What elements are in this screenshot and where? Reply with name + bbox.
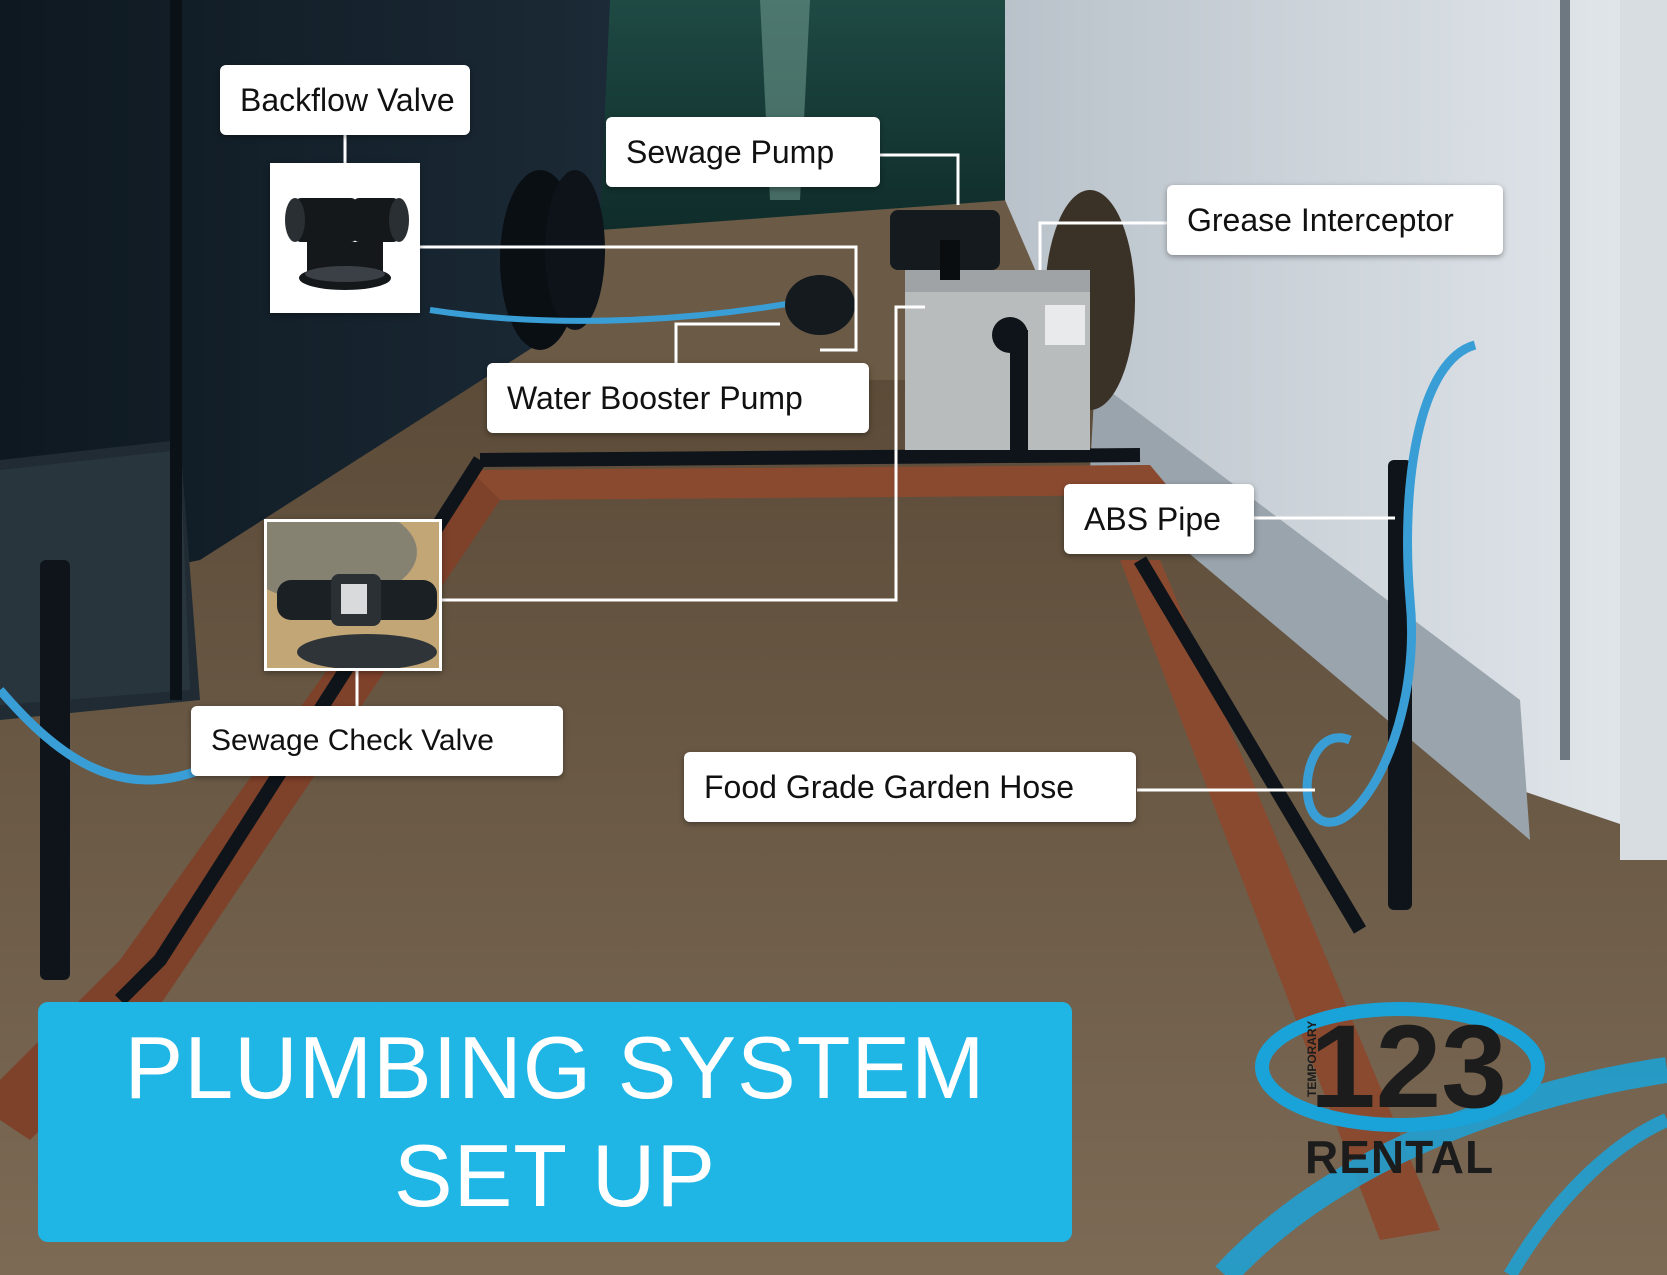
logo-ring (1255, 1002, 1545, 1132)
logo-swoosh (1215, 1057, 1667, 1275)
title-line-2: SET UP (393, 1126, 717, 1225)
title-line-1: PLUMBING SYSTEM (124, 1018, 986, 1117)
wood-frame (470, 465, 1175, 500)
check-valve-icon (237, 502, 439, 670)
logo-vertical-text: TEMPORARY (1305, 1021, 1319, 1097)
rental-logo: 123 TEMPORARY (1255, 1001, 1545, 1133)
label-sewage-check-valve: Sewage Check Valve (191, 706, 563, 776)
sewage-check-valve-thumbnail (237, 502, 442, 671)
label-sewage-pump: Sewage Pump (606, 117, 880, 187)
label-water-booster-pump: Water Booster Pump (487, 363, 869, 433)
logo-number: 123 (1310, 1001, 1507, 1133)
leader-lines (343, 135, 1395, 792)
grease-interceptor-unit (905, 270, 1090, 450)
label-abs-pipe: ABS Pipe (1064, 484, 1254, 554)
label-food-grade-garden-hose: Food Grade Garden Hose (684, 752, 1136, 822)
backflow-valve-thumbnail (270, 163, 420, 313)
label-backflow-valve: Backflow Valve (220, 65, 470, 135)
blue-hose (1302, 340, 1477, 827)
title-banner: PLUMBING SYSTEM SET UP (38, 1002, 1072, 1242)
backflow-valve-icon (273, 166, 417, 310)
label-grease-interceptor: Grease Interceptor (1167, 185, 1503, 255)
water-booster-pump-unit (785, 275, 855, 335)
logo-word: RENTAL (1305, 1131, 1495, 1183)
abs-pipe-run (479, 448, 1141, 467)
